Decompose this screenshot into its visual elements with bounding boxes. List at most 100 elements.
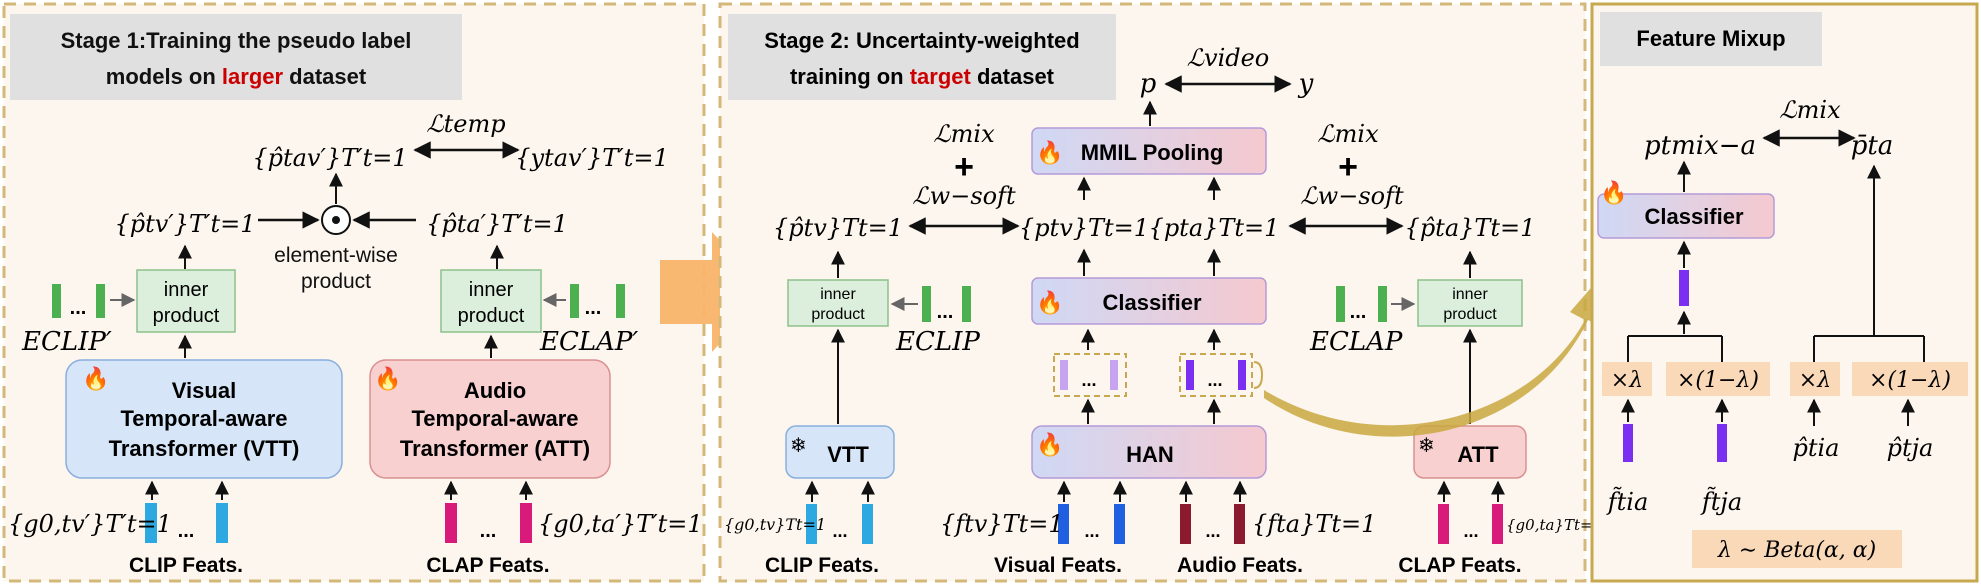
stage1-title-line1: Stage 1:Training the pseudo label	[61, 28, 412, 53]
audio-dots: ...	[1205, 521, 1220, 541]
l-mix-right: ℒmix	[1317, 120, 1379, 148]
clip-dots: ...	[178, 520, 195, 542]
fire-icon: 🔥	[1036, 290, 1063, 315]
vtt-line1: Visual	[172, 378, 236, 403]
g-v-prime-label: {g0,tv′}T′t=1	[8, 510, 172, 538]
mixup-transfer-arrow	[1264, 282, 1600, 437]
stage1-clip-feats: CLIP Feats.	[129, 554, 243, 577]
one-minus-lambda-box-2	[1852, 362, 1968, 396]
stage2-vtt-box	[785, 425, 895, 479]
att-line1: Audio	[464, 378, 526, 403]
audio-bar-2	[1234, 504, 1245, 544]
p-hat-v-label: {p̂tv}Tt=1	[773, 214, 903, 242]
lambda-label-1: ×λ	[1611, 368, 1643, 393]
mmil-pooling-box	[1031, 127, 1267, 175]
inner2-line2: product	[458, 305, 525, 327]
stage2-inner-product-audio	[1417, 279, 1523, 327]
clip-bar-2	[216, 503, 228, 543]
lambda-box-2	[1790, 362, 1840, 396]
clip-bar-1	[145, 503, 157, 543]
eclip-bar-1	[52, 284, 61, 318]
l-temp-label: ℒtemp	[426, 110, 505, 138]
visual-group-bar-1	[1060, 360, 1068, 390]
inner2-line1: inner	[469, 279, 514, 301]
elementwise-line1: element-wise	[274, 244, 398, 267]
clip2-bar-2	[862, 504, 873, 544]
plus-right: +	[1338, 148, 1358, 186]
clap2-dots: ...	[1463, 521, 1478, 541]
eclap-bar-1	[570, 284, 579, 318]
f-v-label: {ftv}Tt=1	[940, 510, 1064, 538]
eclap-label: ECLAP	[1309, 327, 1403, 357]
mixup-title-box	[1600, 12, 1822, 66]
mixup-panel: Feature Mixup ptmix−a p̄ta ℒmix 🔥 Classi…	[1590, 2, 1979, 583]
visual-group-dots: ...	[1081, 370, 1096, 390]
stage1-title-box	[10, 14, 462, 100]
f-tj-label: f̃tja	[1700, 487, 1742, 516]
mixup-border	[1590, 2, 1979, 583]
stage2-title-line2: training on target dataset	[790, 64, 1055, 89]
han-label: HAN	[1126, 442, 1174, 467]
g-v-label: {g0,tv}Tt=1	[724, 515, 826, 534]
p-output-label: p	[1140, 69, 1157, 99]
clip2-dots: ...	[832, 521, 847, 541]
stage2-clip-feats: CLIP Feats.	[765, 554, 879, 577]
stage2-inner-product-visual	[787, 279, 889, 327]
audio-bar-1	[1180, 504, 1191, 544]
eclip2-bar-2	[962, 286, 971, 322]
one-minus-lambda-box-1	[1666, 362, 1770, 396]
l-wsoft-right: ℒw−soft	[1300, 182, 1404, 210]
stage2-classifier-box	[1031, 277, 1267, 325]
eclap-bar-2	[616, 284, 625, 318]
p-av-label: {p̂tav′}T′t=1	[252, 144, 407, 172]
han-box	[1031, 425, 1267, 479]
p-ti-label: p̂tia	[1793, 434, 1840, 462]
inner-v-line1: inner	[820, 286, 856, 303]
inner-v-line2: product	[811, 306, 865, 323]
fire-icon: 🔥	[1600, 180, 1627, 205]
fti-bar	[1623, 424, 1633, 462]
l-video-label: ℒvideo	[1187, 44, 1270, 72]
p-mix-label: ptmix−a	[1644, 131, 1756, 161]
plus-left: +	[954, 148, 974, 186]
stage2-title-box	[728, 14, 1116, 100]
mixup-classifier-box	[1597, 193, 1775, 239]
clip2-bar-1	[806, 504, 817, 544]
p-a-prime-label: {p̂ta′}T′t=1	[426, 210, 568, 238]
stage2-att-box	[1413, 425, 1527, 479]
mmil-label: MMIL Pooling	[1081, 140, 1224, 165]
snowflake-icon: ❄	[1418, 435, 1435, 457]
p-bar-label: p̄ta	[1851, 131, 1894, 161]
ftj-bar	[1717, 424, 1727, 462]
stage2-clap-feats: CLAP Feats.	[1398, 554, 1521, 577]
eclip-dots: ...	[70, 297, 87, 319]
g-a-prime-label: {g0,ta′}T′t=1	[538, 510, 703, 538]
l-wsoft-left: ℒw−soft	[912, 182, 1016, 210]
inner1-line1: inner	[164, 279, 209, 301]
lambda-label-2: ×λ	[1799, 368, 1831, 393]
p-hat-a-label: {p̂ta}Tt=1	[1405, 214, 1536, 242]
clap-dots: ...	[480, 520, 497, 542]
one-minus-lambda-label-2: ×(1−λ)	[1869, 368, 1951, 393]
visual-group-bar-2	[1110, 360, 1118, 390]
odot-dot	[332, 216, 340, 224]
f-a-label: {fta}Tt=1	[1252, 510, 1376, 538]
stage2-title-line1: Stage 2: Uncertainty-weighted	[764, 28, 1079, 53]
fire-icon: 🔥	[1036, 140, 1063, 165]
stage2-att-label: ATT	[1457, 442, 1499, 467]
beta-box	[1692, 530, 1902, 568]
fire-icon: 🔥	[374, 366, 401, 391]
audio-group-bar-2	[1238, 360, 1246, 390]
mixup-title: Feature Mixup	[1636, 26, 1785, 51]
vtt-line2: Temporal-aware	[120, 406, 287, 431]
eclip-prime-label: ECLIP′	[21, 327, 112, 357]
one-minus-lambda-label-1: ×(1−λ)	[1677, 368, 1759, 393]
inner-a-line1: inner	[1452, 286, 1488, 303]
eclap-prime-label: ECLAP′	[539, 327, 638, 357]
visual-bar-1	[1058, 504, 1069, 544]
g-a-label: {g0,ta}Tt=1	[1506, 516, 1602, 534]
clap-bar-1	[445, 503, 457, 543]
eclap2-bar-1	[1336, 286, 1345, 322]
visual-dots: ...	[1084, 521, 1099, 541]
